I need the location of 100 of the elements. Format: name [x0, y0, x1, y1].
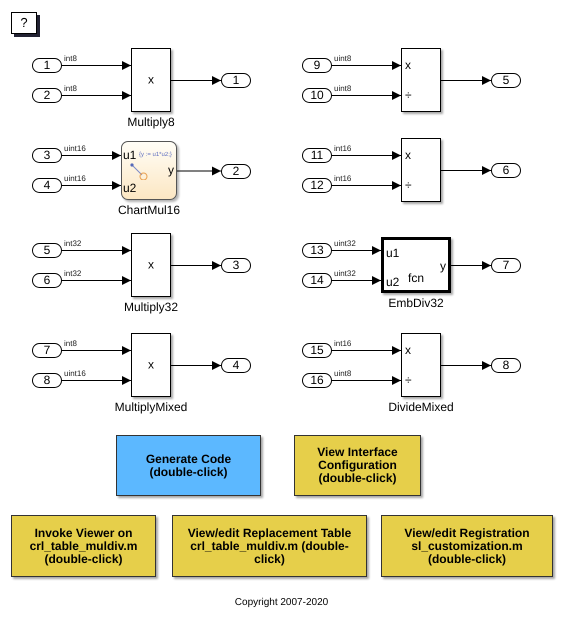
port-label: x — [405, 59, 411, 72]
divide-block — [401, 138, 441, 202]
signal-type-label: uint8 — [334, 84, 352, 93]
port-pill: 11 — [302, 148, 332, 163]
port-label: fcn — [408, 272, 424, 285]
signal-arrow — [176, 166, 222, 176]
chart-block — [121, 141, 177, 200]
signal-type-label: uint16 — [64, 144, 86, 153]
copyright-note: Copyright 2007-2020 — [234, 596, 328, 609]
port-label: u2 — [386, 276, 400, 289]
port-label: x — [148, 74, 154, 86]
signal-type-label: int32 — [64, 239, 82, 248]
signal-arrow — [332, 61, 402, 70]
block-name: DivideMixed — [388, 401, 454, 414]
port-pill: 3 — [32, 148, 62, 163]
block-name: MultiplyMixed — [114, 401, 188, 414]
port-label: ÷ — [405, 89, 412, 102]
product-block — [131, 333, 171, 397]
port-label: y — [168, 164, 174, 177]
port-label: x — [405, 344, 411, 357]
signal-type-label: int16 — [334, 174, 352, 183]
signal-arrow — [332, 376, 402, 385]
signal-type-label: int8 — [64, 339, 77, 348]
divide-block — [401, 333, 441, 397]
port-label: ÷ — [405, 179, 412, 192]
signal-type-label: int8 — [64, 84, 77, 93]
port-pill: 13 — [302, 243, 332, 258]
signal-arrow — [62, 181, 122, 190]
signal-arrow — [440, 76, 492, 85]
port-pill: 3 — [221, 258, 251, 273]
port-pill: 4 — [221, 358, 251, 373]
port-pill: 8 — [491, 358, 521, 373]
signal-arrow — [62, 151, 122, 160]
signal-type-label: uint8 — [334, 54, 352, 63]
signal-type-label: uint32 — [334, 269, 356, 278]
port-pill: 15 — [302, 343, 332, 358]
port-label: y — [440, 260, 446, 273]
signal-arrow — [170, 76, 222, 85]
help-button: ? — [11, 12, 37, 34]
signal-arrow — [170, 361, 222, 370]
port-label: u1 — [123, 149, 136, 162]
product-block — [131, 48, 171, 112]
signal-arrow — [62, 91, 132, 100]
signal-arrow — [332, 151, 402, 160]
port-pill: 1 — [221, 73, 251, 88]
action-button: Generate Code (double-click) — [116, 435, 261, 496]
port-pill: 10 — [302, 88, 332, 103]
signal-arrow — [62, 246, 132, 255]
port-label: x — [148, 258, 154, 272]
port-pill: 6 — [491, 163, 521, 178]
signal-arrow — [440, 166, 492, 175]
signal-arrow — [62, 61, 132, 70]
port-pill: 14 — [302, 273, 332, 288]
port-pill: 8 — [32, 373, 62, 388]
signal-arrow — [450, 261, 492, 270]
signal-type-label: uint8 — [334, 369, 352, 378]
product-block — [131, 233, 171, 297]
signal-type-label: int32 — [64, 269, 82, 278]
signal-arrow — [62, 346, 132, 355]
signal-type-label: uint16 — [64, 369, 86, 378]
port-pill: 9 — [302, 58, 332, 73]
divide-block — [401, 48, 441, 112]
signal-type-label: int8 — [64, 54, 77, 63]
port-pill: 6 — [32, 273, 62, 288]
action-button: View Interface Configuration (double-click) — [294, 435, 421, 496]
signal-arrow — [332, 246, 382, 255]
signal-type-label: uint16 — [64, 174, 86, 183]
port-label: x — [405, 149, 411, 162]
port-label: ÷ — [405, 374, 412, 387]
signal-arrow — [332, 181, 402, 190]
port-pill: 4 — [32, 178, 62, 193]
block-name: Multiply8 — [127, 116, 175, 129]
port-pill: 12 — [302, 178, 332, 193]
port-pill: 1 — [32, 58, 62, 73]
block-name: Multiply32 — [124, 301, 178, 314]
port-pill: 5 — [32, 243, 62, 258]
signal-arrow — [332, 276, 382, 285]
signal-arrow — [440, 361, 492, 370]
port-pill: 5 — [491, 73, 521, 88]
port-pill: 2 — [32, 88, 62, 103]
block-name: ChartMul16 — [118, 204, 180, 217]
port-label: u1 — [386, 247, 400, 260]
action-button: Invoke Viewer on crl_table_muldiv.m (double-click) — [11, 515, 156, 577]
block-name: EmbDiv32 — [388, 297, 444, 310]
port-pill: 7 — [491, 258, 521, 273]
action-button: View/edit Replacement Table crl_table_muldiv.m (double-click) — [172, 515, 367, 577]
port-label: u2 — [123, 182, 136, 195]
signal-arrow — [62, 276, 132, 285]
port-pill: 7 — [32, 343, 62, 358]
action-button: View/edit Registration sl_customization.m (double-click) — [381, 515, 553, 577]
port-pill: 16 — [302, 373, 332, 388]
signal-arrow — [332, 346, 402, 355]
port-pill: 2 — [221, 164, 251, 178]
signal-type-label: int16 — [334, 339, 352, 348]
signal-type-label: int16 — [334, 144, 352, 153]
function-block — [381, 237, 451, 293]
signal-arrow — [170, 261, 222, 270]
signal-arrow — [332, 91, 402, 100]
port-label: x — [148, 358, 154, 372]
signal-arrow — [62, 376, 132, 385]
